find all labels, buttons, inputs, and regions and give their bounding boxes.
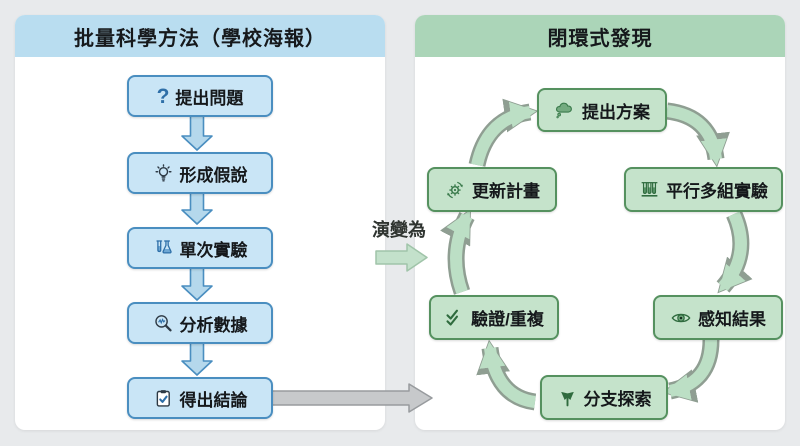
cycle-arrow-update-to-propose (468, 98, 539, 168)
arrow-analyze-to-conclude (181, 340, 213, 376)
cycle-arrow-verify-to-update (440, 208, 475, 295)
step-label: 單次實驗 (179, 240, 248, 260)
left-panel-title: 批量科學方法（學校海報） (15, 15, 385, 57)
step-single-experiment: 單次實驗 (127, 227, 273, 269)
step-form-hypothesis: 形成假說 (127, 152, 273, 194)
evolve-label: 演變為 (372, 220, 426, 240)
branch-fork-icon (557, 387, 578, 408)
step-label: 提出問題 (175, 88, 244, 108)
step-label: 驗證/重複 (471, 310, 544, 329)
arrow-experiment-to-analyze (181, 265, 213, 301)
step-label: 更新計畫 (472, 182, 540, 201)
step-update-plan: 更新計畫 (427, 167, 557, 212)
step-label: 形成假說 (179, 165, 248, 185)
step-label: 分析數據 (179, 315, 248, 335)
step-verify-repeat: 驗證/重複 (429, 295, 559, 340)
thought-cloud-icon (554, 99, 576, 121)
magnifier-chart-icon (153, 313, 174, 334)
step-label: 分支探索 (583, 390, 652, 409)
gear-refresh-icon (444, 179, 466, 201)
step-ask-question: ? 提出問題 (127, 75, 273, 117)
step-parallel-experiments: 平行多組實驗 (624, 167, 783, 212)
eye-icon (670, 307, 692, 329)
cycle-arrow-perceive-to-branch (661, 339, 720, 403)
double-check-icon (444, 307, 465, 328)
step-label: 提出方案 (582, 102, 650, 122)
step-draw-conclusion: 得出結論 (127, 377, 273, 419)
test-tube-rack-icon (639, 179, 660, 200)
step-branch-explore: 分支探索 (540, 375, 668, 420)
cycle-arrow-parallel-to-perceive (716, 210, 753, 294)
step-perceive-results: 感知結果 (653, 295, 783, 340)
step-label: 得出結論 (179, 390, 248, 410)
cycle-arrow-branch-to-verify (476, 339, 537, 411)
arrow-evolve (375, 243, 428, 272)
right-panel-title: 閉環式發現 (415, 15, 785, 57)
clipboard-check-icon (153, 388, 174, 409)
step-analyze-data: 分析數據 (127, 302, 273, 344)
step-propose-plan: 提出方案 (537, 88, 667, 132)
arrow-question-to-hypothesis (181, 113, 213, 151)
arrow-conclusion-to-cycle (269, 383, 433, 413)
flask-icon (153, 238, 174, 259)
cycle-arrow-propose-to-parallel (665, 102, 730, 168)
lightbulb-icon (153, 163, 174, 184)
step-label: 感知結果 (698, 310, 766, 329)
arrow-hypothesis-to-experiment (181, 190, 213, 225)
step-label: 平行多組實驗 (666, 182, 768, 201)
question-icon: ? (156, 84, 170, 108)
